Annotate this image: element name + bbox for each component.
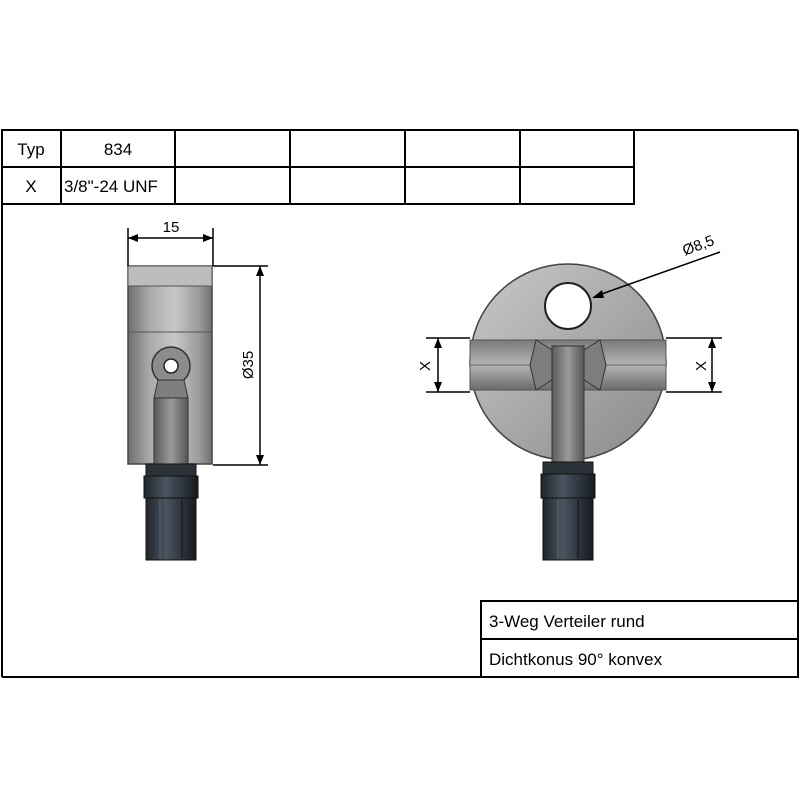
spec-table: Typ 834 X 3/8"-24 UNF [1, 129, 635, 205]
front-view [469, 263, 667, 561]
drawing-frame [1, 129, 799, 678]
row-header-x: X [25, 177, 36, 196]
x-thread-value: 3/8"-24 UNF [64, 177, 158, 196]
side-view-dimensions: 15 Ø35 [127, 219, 268, 466]
row-header-typ: Typ [17, 140, 44, 159]
title-block: 3-Weg Verteiler rund Dichtkonus 90° konv… [480, 600, 799, 678]
x-dimension-left: X [417, 361, 434, 371]
x-dimension-right: X [693, 361, 710, 371]
width-dimension: 15 [163, 219, 180, 236]
title-line-2: Dichtkonus 90° konvex [489, 650, 663, 669]
typ-value: 834 [104, 140, 132, 159]
diameter-dimension: Ø35 [240, 351, 257, 379]
side-view [127, 265, 213, 561]
title-line-1: 3-Weg Verteiler rund [489, 612, 645, 631]
